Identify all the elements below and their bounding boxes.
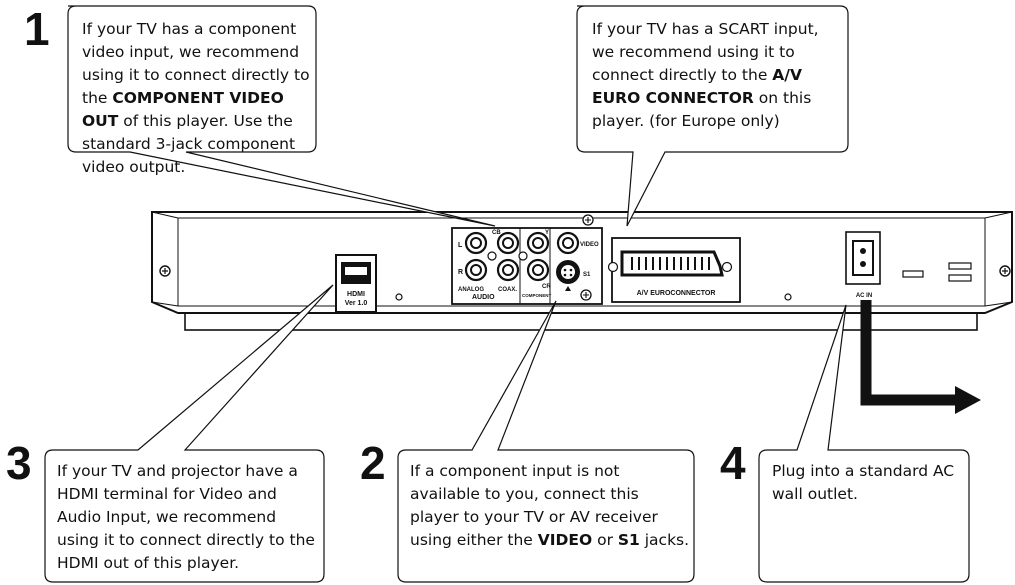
- step-number-4: 4: [720, 437, 746, 489]
- euro-connector: A/V EUROCONNECTOR: [607, 237, 741, 303]
- cr-label: CR: [542, 284, 551, 290]
- callout-1-text-part: If your TV has a component video input, …: [82, 20, 310, 107]
- callout-1-bold: COMPONENT VIDEO OUT: [82, 89, 284, 130]
- component-jack-y: [526, 231, 550, 255]
- power-cord: [860, 300, 981, 414]
- video-label: VIDEO: [580, 242, 599, 248]
- callout-3-frame: [44, 284, 334, 583]
- callout-2-bold-video: VIDEO: [537, 531, 593, 549]
- audio-left-label: L: [458, 242, 463, 249]
- callout-1-text-part: of this player. Use the standard 3-jack …: [82, 112, 296, 176]
- hdmi-label: HDMI: [347, 291, 365, 298]
- callout-2-text-part: or: [592, 531, 618, 549]
- audio-label: AUDIO: [472, 294, 495, 301]
- component-jack-cr: [526, 258, 550, 282]
- callout-2-bold-s1: S1: [617, 531, 640, 549]
- coax-label: COAX.: [498, 287, 517, 293]
- callout-4-text-part: Plug into a standard AC wall outlet.: [772, 462, 955, 503]
- ac-in-socket: AC IN: [845, 231, 881, 299]
- callout-euro-text-part: on this player. (for Europe only): [592, 89, 812, 130]
- audio-right-label: R: [458, 269, 463, 276]
- s1-jack: [556, 260, 580, 284]
- callout-euro-bold: A/V EURO CONNECTOR: [592, 66, 802, 107]
- coax-jack: [496, 258, 520, 282]
- screw-top: [582, 214, 594, 226]
- s1-label: S1: [583, 272, 591, 278]
- step-number-3: 3: [6, 437, 32, 489]
- step-number-2: 2: [360, 437, 386, 489]
- hdmi-version-label: Ver 1.0: [345, 300, 368, 307]
- av-jack-block: L R CB Y CR VIDEO: [451, 214, 603, 305]
- vent-slots: [902, 262, 972, 282]
- euro-label: A/V EUROCONNECTOR: [637, 290, 716, 297]
- callout-4-text: Plug into a standard AC wall outlet.: [772, 460, 962, 506]
- video-jack: [556, 231, 580, 255]
- analog-label: ANALOG: [458, 287, 484, 293]
- screw-left: [159, 265, 171, 277]
- callout-euro-frame: [576, 5, 849, 227]
- callout-1-frame: [67, 5, 496, 227]
- callout-euro-text-part: If your TV has a SCART input, we recomme…: [592, 20, 819, 84]
- callout-2-text-part: If a component input is not available to…: [410, 462, 658, 549]
- component-label: COMPONENT: [522, 293, 552, 298]
- screw-bottom: [580, 289, 592, 301]
- component-jack-cb: [496, 231, 520, 255]
- callout-2-text-part: jacks.: [639, 531, 690, 549]
- hdmi-jack: HDMI Ver 1.0: [335, 254, 377, 313]
- y-label: Y: [545, 230, 549, 236]
- callout-4-frame: [758, 304, 970, 583]
- callout-3-text: If your TV and projector have a HDMI ter…: [57, 460, 319, 575]
- ac-in-label: AC IN: [856, 293, 872, 299]
- audio-jack-left: [464, 231, 488, 255]
- callout-euro-text: If your TV has a SCART input, we recomme…: [592, 18, 840, 133]
- callout-3-text-part: If your TV and projector have a HDMI ter…: [57, 462, 315, 572]
- audio-jack-right: [464, 258, 488, 282]
- callout-2-text: If a component input is not available to…: [410, 460, 690, 552]
- screw-right: [999, 265, 1011, 277]
- arrow-right-icon: [955, 386, 981, 414]
- cb-label: CB: [492, 230, 501, 236]
- step-number-1: 1: [24, 3, 50, 55]
- callout-1-text: If your TV has a component video input, …: [82, 18, 312, 179]
- callout-2-frame: [397, 300, 695, 583]
